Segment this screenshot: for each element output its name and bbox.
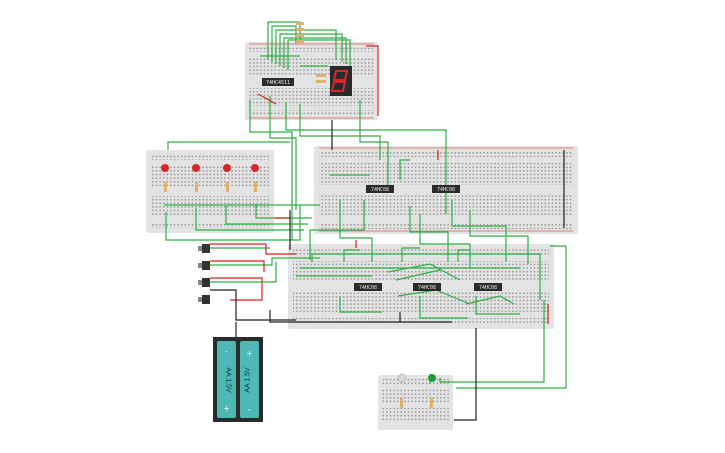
seven-segment-display[interactable]: 8 xyxy=(330,66,352,99)
chip-label: 74HC4511 xyxy=(266,80,290,86)
indicator-leds xyxy=(397,373,436,408)
chip-label: 74HC08 xyxy=(437,187,455,193)
gate-chip[interactable]: 74HC08 xyxy=(432,185,460,193)
battery-plus: + xyxy=(246,349,253,358)
battery-cell: + - AA 1.5V xyxy=(240,341,259,418)
gate-chip[interactable]: 74HC08 xyxy=(354,283,382,291)
led-3 xyxy=(223,164,231,172)
wires-black xyxy=(210,120,565,421)
display-digit: 8 xyxy=(341,97,342,99)
wires-red xyxy=(210,45,549,324)
led-green xyxy=(428,374,436,382)
switch-1 xyxy=(202,244,210,253)
switch-4 xyxy=(202,295,210,304)
led-row xyxy=(161,164,259,192)
resistor-array-top xyxy=(296,22,326,83)
battery-pack[interactable]: - + AA 1.5V + - AA 1.5V xyxy=(213,337,263,422)
gate-chip[interactable]: 74HC08 xyxy=(474,283,502,291)
battery-minus: - xyxy=(248,405,251,414)
led-1 xyxy=(161,164,169,172)
battery-minus: - xyxy=(225,347,228,356)
led-2 xyxy=(192,164,200,172)
battery-label: AA 1.5V xyxy=(245,367,252,393)
led-4 xyxy=(251,164,259,172)
chip-label: 74HC08 xyxy=(371,187,389,193)
chip-label: 74HC08 xyxy=(359,285,377,291)
decoder-chip[interactable]: 74HC4511 xyxy=(262,78,294,86)
chip-label: 74HC08 xyxy=(418,285,436,291)
switch-3 xyxy=(202,278,210,287)
battery-plus: + xyxy=(223,404,230,413)
switch-2 xyxy=(202,261,210,270)
battery-label: AA 1.5V xyxy=(225,367,232,393)
chip-label: 74HC08 xyxy=(479,285,497,291)
breadboard-leds[interactable] xyxy=(146,150,274,233)
wires-green xyxy=(164,21,567,389)
led-white xyxy=(397,373,407,383)
breadboard-small[interactable] xyxy=(378,375,453,430)
gate-chip[interactable]: 74HC08 xyxy=(413,283,441,291)
switch-column[interactable] xyxy=(198,244,210,304)
gate-chip[interactable]: 74HC08 xyxy=(366,185,394,193)
battery-cell: - + AA 1.5V xyxy=(217,341,236,418)
